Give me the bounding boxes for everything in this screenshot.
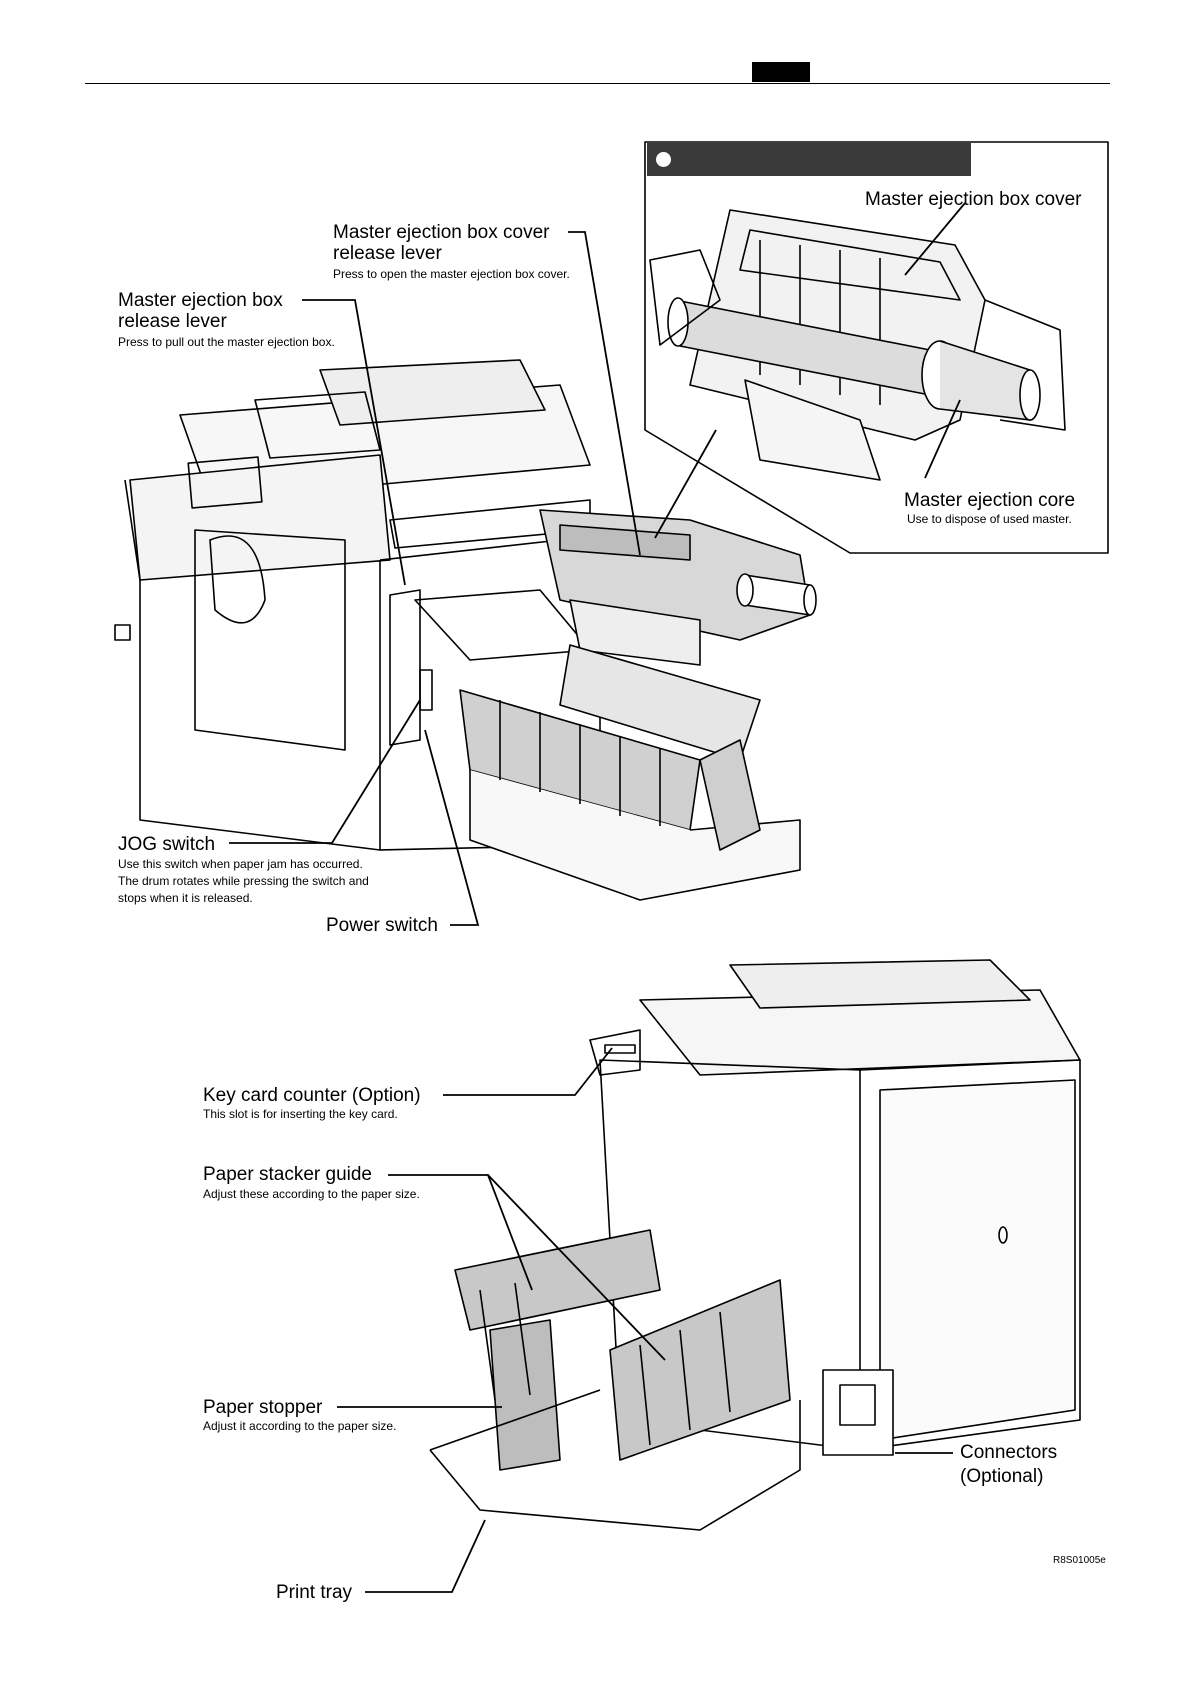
- inset-title-bar: [647, 143, 971, 176]
- leader-print-tray: [365, 1519, 486, 1593]
- desc-paper-stopper: Adjust it according to the paper size.: [203, 1419, 397, 1433]
- leader-stacker-guide-2: [487, 1174, 666, 1361]
- label-jog-switch: JOG switch: [118, 834, 216, 855]
- label-print-tray: Print tray: [276, 1582, 353, 1603]
- label-power-switch: Power switch: [326, 915, 438, 936]
- label-box-release-lever-line1: Master ejection box: [118, 290, 283, 311]
- label-key-card-counter: Key card counter (Option): [203, 1085, 421, 1106]
- desc-jog-switch-2: The drum rotates while pressing the swit…: [118, 874, 369, 888]
- leader-cover-release-lever-2: [654, 429, 717, 539]
- inset-frame: [644, 141, 1109, 554]
- label-master-ejection-box-cover: Master ejection box cover: [865, 189, 1082, 210]
- label-connectors-line2: (Optional): [960, 1466, 1044, 1487]
- label-paper-stopper: Paper stopper: [203, 1397, 323, 1418]
- label-master-ejection-core: Master ejection core: [904, 490, 1076, 511]
- bullet-icon: [656, 152, 671, 167]
- desc-paper-stacker-guide: Adjust these according to the paper size…: [203, 1187, 420, 1201]
- leader-cover-title: [904, 202, 966, 276]
- desc-box-release-lever: Press to pull out the master ejection bo…: [118, 335, 335, 349]
- desc-jog-switch-3: stops when it is released.: [118, 891, 253, 905]
- desc-master-ejection-core: Use to dispose of used master.: [907, 512, 1072, 526]
- paper-stacker-bottom-illustration: [429, 1229, 801, 1531]
- label-cover-release-lever-line2: release lever: [333, 243, 442, 264]
- leader-box-release-lever: [302, 299, 406, 586]
- rear-machine-illustration: [589, 959, 1081, 1456]
- desc-jog-switch-1: Use this switch when paper jam has occur…: [118, 857, 363, 871]
- main-machine-illustration: [114, 359, 601, 851]
- desc-key-card-counter: This slot is for inserting the key card.: [203, 1107, 398, 1121]
- label-connectors-line1: Connectors: [960, 1442, 1058, 1463]
- leader-cover-release-lever: [568, 231, 641, 556]
- leader-master-ejection-core: [924, 399, 961, 479]
- master-ejection-box-illustration: [539, 509, 817, 666]
- leader-power-switch: [424, 729, 480, 926]
- header-tab-marker: [752, 62, 810, 82]
- header-rule: [85, 83, 1110, 84]
- leader-key-card: [443, 1047, 613, 1096]
- desc-cover-release-lever: Press to open the master ejection box co…: [333, 267, 570, 281]
- label-box-release-lever-line2: release lever: [118, 311, 227, 332]
- label-paper-stacker-guide: Paper stacker guide: [203, 1164, 372, 1185]
- leader-jog-switch: [229, 699, 421, 844]
- paper-stacker-top-illustration: [459, 644, 801, 901]
- label-cover-release-lever-line1: Master ejection box cover: [333, 222, 550, 243]
- inset-cover-illustration: [649, 209, 1066, 481]
- figure-code: R8S01005e: [1053, 1555, 1106, 1566]
